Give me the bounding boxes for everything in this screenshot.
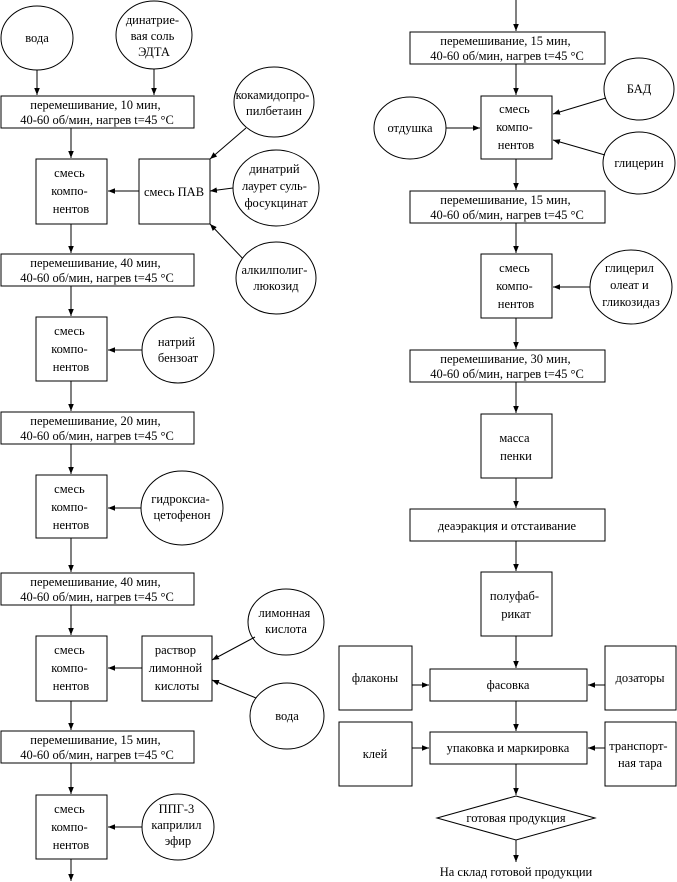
svg-text:смесь ПАВ: смесь ПАВ bbox=[144, 185, 204, 199]
svg-text:полуфаб- рикат: полуфаб- рикат bbox=[490, 589, 542, 621]
node-gotov: готовая продукция bbox=[435, 795, 597, 841]
svg-text:деаэракция и отстаивание: деаэракция и отстаивание bbox=[438, 519, 577, 533]
node-rastvor: раствор лимонной кислоты bbox=[141, 635, 213, 702]
node-massa: масса пенки bbox=[480, 413, 553, 479]
edge bbox=[552, 139, 606, 156]
svg-text:перемешивание, 20 мин, 4: перемешивание, 20 мин, 40-60 об/мин, наг… bbox=[20, 414, 174, 443]
edge bbox=[209, 187, 234, 193]
node-limk: лимонная кислота bbox=[247, 588, 325, 656]
svg-text:смесь компо- ненто: смесь компо- нентов bbox=[496, 102, 536, 152]
node-mix-f: смесь компо- нентов bbox=[480, 95, 553, 160]
edge bbox=[211, 679, 257, 699]
node-deaer: деаэракция и отстаивание bbox=[409, 508, 606, 542]
svg-text:гидроксиа- цетофенон: гидроксиа- цетофенон bbox=[151, 492, 213, 522]
node-sklad: На склад готовой продукции bbox=[440, 865, 593, 879]
node-pav: смесь ПАВ bbox=[138, 158, 211, 225]
svg-text:смесь компо- ненто: смесь компо- нентов bbox=[51, 802, 91, 852]
node-mix-15a: перемешивание, 15 мин, 40-60 об/мин, наг… bbox=[0, 730, 195, 764]
node-mix-c: смесь компо- нентов bbox=[35, 474, 108, 539]
edge bbox=[211, 636, 256, 661]
svg-text:перемешивание, 30 мин, 4: перемешивание, 30 мин, 40-60 об/мин, наг… bbox=[430, 352, 584, 381]
svg-text:дозаторы: дозаторы bbox=[616, 671, 666, 685]
node-otd: отдушка bbox=[373, 96, 447, 160]
svg-text:перемешивание, 15 мин, 4: перемешивание, 15 мин, 40-60 об/мин, наг… bbox=[20, 733, 174, 762]
svg-text:перемешивание, 10 мин, 4: перемешивание, 10 мин, 40-60 об/мин, наг… bbox=[20, 98, 174, 127]
node-mix-b: смесь компо- нентов bbox=[35, 316, 108, 382]
node-mix-e: смесь компо- нентов bbox=[35, 794, 108, 860]
svg-text:перемешивание, 40 мин, 4: перемешивание, 40 мин, 40-60 об/мин, наг… bbox=[20, 256, 174, 285]
node-trans: транспорт- ная тара bbox=[604, 721, 677, 787]
svg-text:смесь компо- ненто: смесь компо- нентов bbox=[51, 643, 91, 693]
svg-text:отдушка: отдушка bbox=[387, 121, 433, 135]
svg-text:раствор лимонной к: раствор лимонной кислоты bbox=[149, 643, 206, 693]
svg-text:вода: вода bbox=[275, 709, 299, 723]
edge bbox=[552, 97, 607, 115]
svg-text:смесь компо- ненто: смесь компо- нентов bbox=[496, 261, 536, 311]
node-mix-d: смесь компо- нентов bbox=[35, 635, 108, 702]
node-mix-a: смесь компо- нентов bbox=[35, 158, 108, 225]
node-mix-15b: перемешивание, 15 мин, 40-60 об/мин, наг… bbox=[409, 31, 606, 65]
node-klei: клей bbox=[338, 721, 413, 787]
svg-text:динатрие- вая соль: динатрие- вая соль ЭДТА bbox=[126, 13, 182, 59]
svg-text:ППГ-3 каприлил эфи: ППГ-3 каприлил эфир bbox=[151, 802, 204, 848]
node-alkil: алкилполиг- люкозид bbox=[235, 241, 317, 315]
svg-text:лимонная кислота: лимонная кислота bbox=[259, 606, 314, 636]
svg-text:перемешивание, 15 мин, 4: перемешивание, 15 мин, 40-60 об/мин, наг… bbox=[430, 34, 584, 63]
svg-text:флаконы: флаконы bbox=[352, 671, 399, 685]
svg-text:смесь компо- ненто: смесь компо- нентов bbox=[51, 324, 91, 374]
node-glol: глицерил олеат и гликозидаз bbox=[589, 249, 673, 325]
edge bbox=[209, 127, 247, 160]
node-mix-40a: перемешивание, 40 мин, 40-60 об/мин, наг… bbox=[0, 253, 195, 287]
svg-text:фасовка: фасовка bbox=[487, 678, 530, 692]
svg-text:транспорт- ная тара: транспорт- ная тара bbox=[609, 739, 670, 770]
svg-text:натрий бензоат: натрий бензоат bbox=[158, 335, 199, 365]
svg-text:глицерин: глицерин bbox=[614, 156, 664, 170]
node-bad: БАД bbox=[603, 57, 675, 121]
node-ppg: ППГ-3 каприлил эфир bbox=[141, 793, 215, 861]
svg-text:глицерил олеат и г: глицерил олеат и гликозидаз bbox=[602, 261, 660, 309]
svg-text:смесь компо- ненто: смесь компо- нентов bbox=[51, 482, 91, 532]
svg-text:вода: вода bbox=[25, 31, 49, 45]
svg-text:клей: клей bbox=[363, 747, 388, 761]
node-gidr: гидроксиа- цетофенон bbox=[140, 470, 224, 546]
svg-text:масса пенки: масса пенки bbox=[499, 431, 532, 463]
node-glic: глицерин bbox=[602, 131, 676, 195]
svg-text:кокамидопро- пилбетаин: кокамидопро- пилбетаин bbox=[236, 88, 313, 118]
svg-text:БАД: БАД bbox=[627, 82, 652, 96]
svg-text:динатрий лаурет суль-: динатрий лаурет суль- фосукцинат bbox=[242, 162, 310, 210]
svg-text:перемешивание, 40 мин, 4: перемешивание, 40 мин, 40-60 об/мин, наг… bbox=[20, 575, 174, 604]
node-flak: флаконы bbox=[338, 645, 413, 711]
node-mix-g: смесь компо- нентов bbox=[480, 253, 553, 319]
svg-text:упаковка и маркировка: упаковка и маркировка bbox=[447, 741, 570, 755]
svg-text:готовая продукция: готовая продукция bbox=[466, 811, 565, 825]
node-mix-10: перемешивание, 10 мин, 40-60 об/мин, наг… bbox=[0, 95, 195, 129]
node-koka: кокамидопро- пилбетаин bbox=[233, 66, 315, 138]
node-voda-2: вода bbox=[249, 682, 325, 750]
svg-text:перемешивание, 15 мин, 4: перемешивание, 15 мин, 40-60 об/мин, наг… bbox=[430, 193, 584, 222]
node-doz: дозаторы bbox=[604, 645, 677, 711]
node-mix-15c: перемешивание, 15 мин, 40-60 об/мин, наг… bbox=[409, 190, 606, 224]
node-mix-20: перемешивание, 20 мин, 40-60 об/мин, наг… bbox=[0, 411, 195, 445]
node-fas: фасовка bbox=[429, 668, 588, 702]
node-mix-30: перемешивание, 30 мин, 40-60 об/мин, наг… bbox=[409, 349, 606, 383]
node-edta: динатрие- вая соль ЭДТА bbox=[115, 0, 193, 70]
svg-text:смесь компо- ненто: смесь компо- нентов bbox=[51, 166, 91, 216]
edge bbox=[209, 223, 247, 263]
node-polu: полуфаб- рикат bbox=[480, 571, 553, 637]
svg-text:алкилполиг- люкозид: алкилполиг- люкозид bbox=[241, 263, 310, 293]
node-voda-1: вода bbox=[0, 5, 74, 71]
node-dinatr: динатрий лаурет суль- фосукцинат bbox=[232, 149, 320, 227]
node-upak: упаковка и маркировка bbox=[429, 731, 588, 765]
node-natr: натрий бензоат bbox=[141, 316, 215, 384]
node-mix-40b: перемешивание, 40 мин, 40-60 об/мин, наг… bbox=[0, 572, 195, 606]
